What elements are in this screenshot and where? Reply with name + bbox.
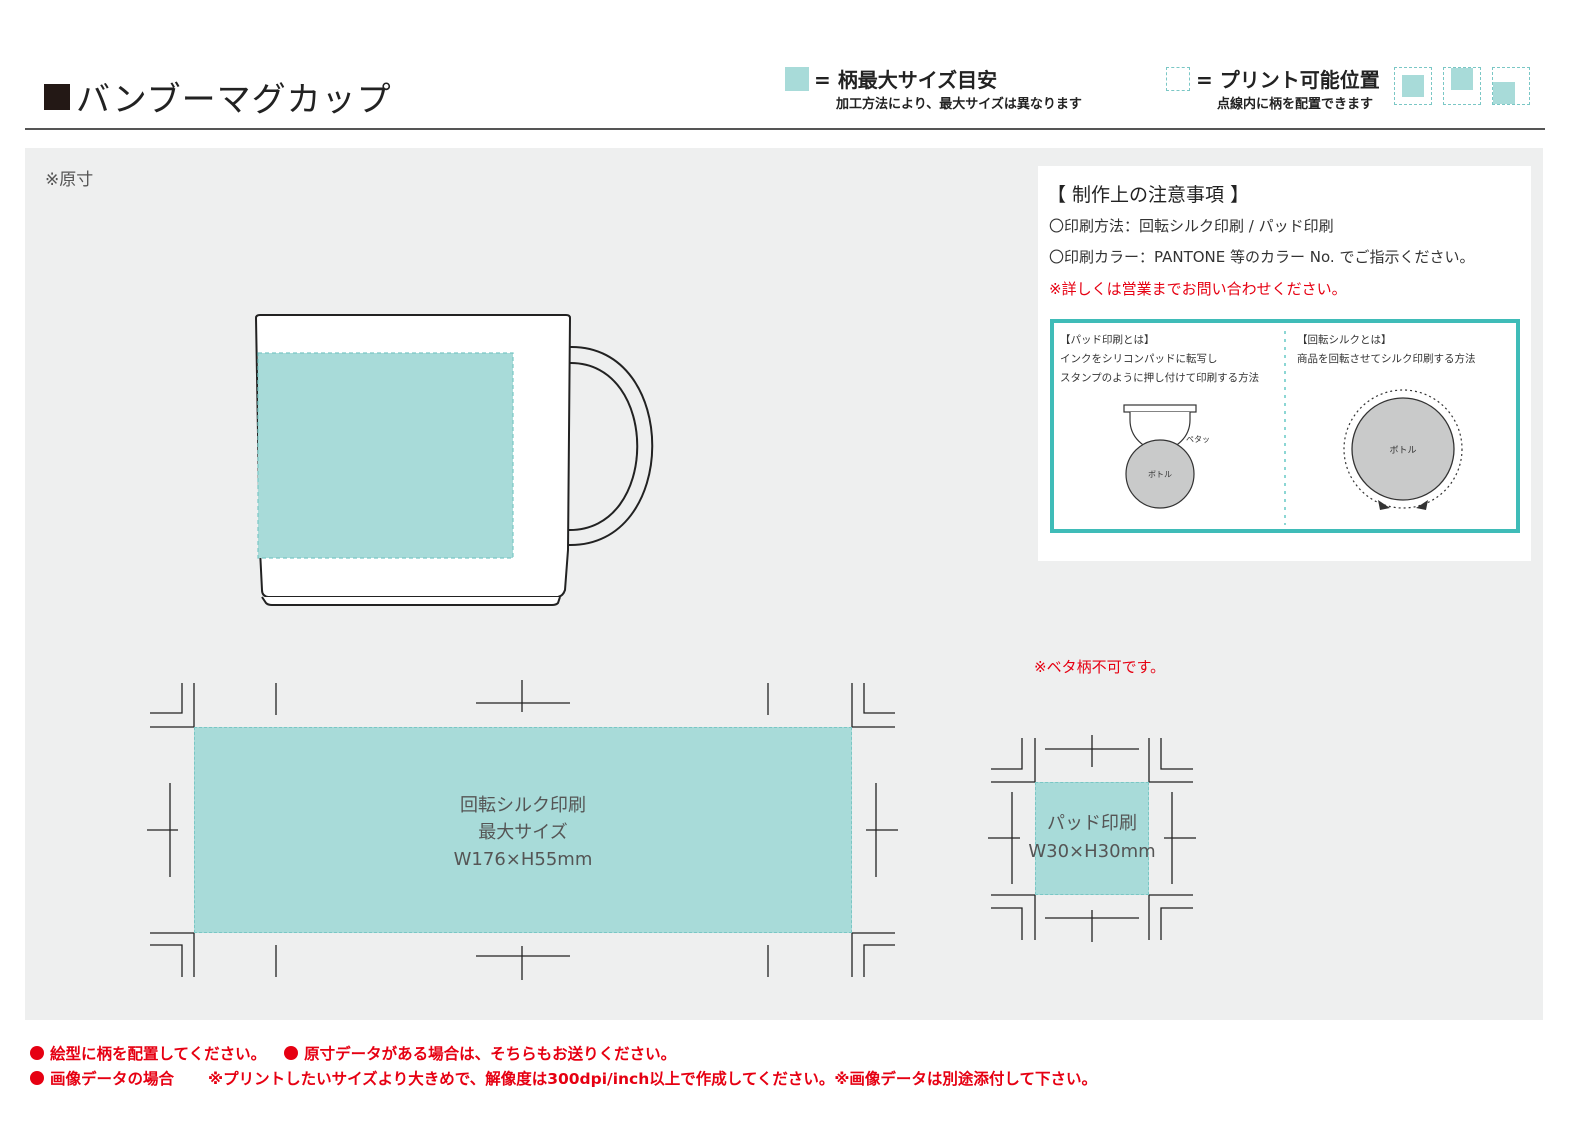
mug-print-area (257, 352, 514, 559)
notes-title: 【 制作上の注意事項 】 (1047, 184, 1250, 206)
silk-area-title: 最大サイズ (478, 822, 568, 843)
silk-area-size: W176×H55mm (453, 849, 593, 870)
pad-print-area (1035, 782, 1149, 895)
print-position-swatch-icon (1166, 67, 1190, 91)
silk-explain-line1: 商品を回転させてシルク印刷する方法 (1297, 353, 1476, 365)
pad-crop-marks (988, 735, 1196, 942)
notes-contact: ※詳しくは営業までお問い合わせください。 (1049, 280, 1347, 298)
silk-bottle-label: ボトル (1389, 446, 1417, 456)
silk-crop-marks (147, 680, 898, 980)
pad-bottle-label: ボトル (1148, 470, 1172, 479)
page-title: バンブーマグカップ (44, 72, 392, 121)
pad-area-label: パッド印刷 W30×H30mm (1022, 810, 1162, 866)
silk-area-label: 回転シルク印刷 最大サイズ W176×H55mm (194, 792, 852, 873)
silk-explain-text: 【回転シルクとは】 商品を回転させてシルク印刷する方法 (1297, 331, 1476, 369)
notes-print-color: 〇印刷カラー：PANTONE 等のカラー No. でご指示ください。 (1049, 248, 1475, 266)
footer-item-original-data: 原寸データがある場合は、そちらもお送りください。 (304, 1045, 677, 1063)
position-center-icon (1394, 67, 1432, 105)
beta-warning: ※ベタ柄不可です。 (1034, 658, 1166, 676)
legend-max-size-note: 加工方法により、最大サイズは異なります (836, 97, 1082, 112)
position-top-icon (1443, 67, 1481, 105)
title-text: バンブーマグカップ (76, 80, 392, 120)
pad-area-size: W30×H30mm (1028, 841, 1156, 862)
position-examples (1394, 67, 1534, 109)
pad-diagram (1123, 404, 1197, 509)
scale-note: ※原寸 (45, 170, 94, 190)
footer-item-image-data-label: 画像データの場合 (50, 1070, 175, 1088)
pad-explain-heading: 【パッド印刷とは】 (1060, 334, 1155, 346)
explainer-divider (1284, 331, 1286, 525)
legend-print-position-label: = プリント可能位置 (1196, 68, 1380, 92)
silk-print-area (194, 727, 852, 933)
footer-item-place-design: 絵型に柄を配置してください。 (50, 1045, 267, 1063)
silk-diagram (1343, 389, 1463, 510)
footer-line-2: 画像データの場合 ※プリントしたいサイズより大きめで、解像度は300dpi/in… (30, 1067, 1097, 1089)
max-size-swatch-icon (785, 67, 809, 91)
bullet-icon (284, 1046, 299, 1060)
silk-area-method: 回転シルク印刷 (460, 795, 586, 816)
mug-illustration (254, 314, 654, 606)
pad-explain-line2: スタンプのように押し付けて印刷する方法 (1060, 372, 1260, 384)
legend-max-size-label: = 柄最大サイズ目安 (814, 68, 998, 92)
silk-explain-heading: 【回転シルクとは】 (1297, 334, 1392, 346)
pad-area-method: パッド印刷 (1047, 813, 1137, 834)
pad-touch-label: ペタッ (1186, 435, 1210, 444)
legend-print-position-note: 点線内に柄を配置できます (1217, 97, 1374, 112)
bullet-icon (30, 1046, 44, 1060)
footer-item-image-data-text: ※プリントしたいサイズより大きめで、解像度は300dpi/inch以上で作成して… (208, 1070, 1097, 1088)
footer-line-1: 絵型に柄を配置してください。 原寸データがある場合は、そちらもお送りください。 (30, 1042, 676, 1064)
bullet-icon (30, 1071, 44, 1085)
position-bottom-right-icon (1492, 67, 1530, 105)
notes-print-method: 〇印刷方法：回転シルク印刷 / パッド印刷 (1049, 217, 1334, 235)
pad-explain-line1: インクをシリコンパッドに転写し (1060, 353, 1218, 365)
title-square-icon (44, 83, 70, 110)
header-divider (25, 128, 1545, 130)
pad-explain-text: 【パッド印刷とは】 インクをシリコンパッドに転写し スタンプのように押し付けて印… (1060, 331, 1259, 388)
